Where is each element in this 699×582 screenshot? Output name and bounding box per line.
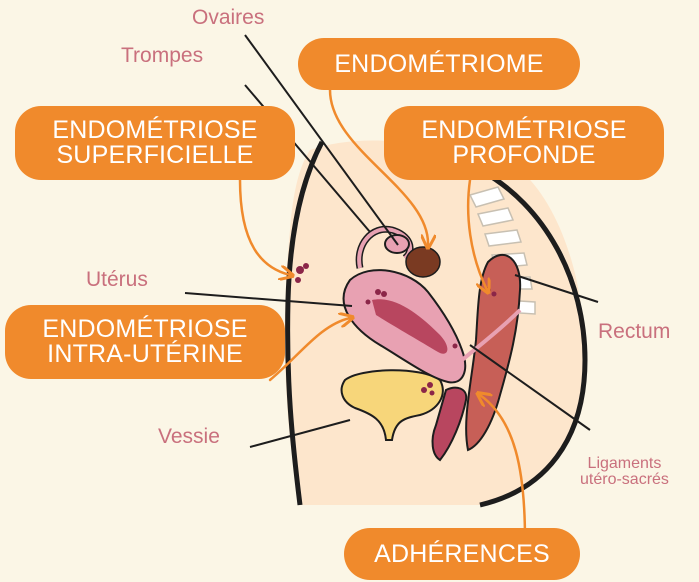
pill-endometriose-intra-uterine: ENDOMÉTRIOSE INTRA-UTÉRINE (5, 305, 285, 379)
pill-superficielle-line2: SUPERFICIELLE (56, 143, 253, 168)
pill-endometriome-text: ENDOMÉTRIOME (334, 52, 543, 77)
label-uterus: Utérus (86, 268, 148, 292)
pill-adherences: ADHÉRENCES (344, 528, 580, 580)
pill-profonde-line1: ENDOMÉTRIOSE (421, 118, 626, 143)
pill-superficielle-line1: ENDOMÉTRIOSE (52, 118, 257, 143)
pill-endometriose-profonde: ENDOMÉTRIOSE PROFONDE (384, 106, 664, 180)
label-ligaments-line1: Ligaments (580, 456, 669, 472)
pill-endometriome: ENDOMÉTRIOME (298, 38, 580, 90)
pill-intra-line2: INTRA-UTÉRINE (47, 342, 243, 367)
label-rectum: Rectum (598, 320, 670, 344)
pill-intra-line1: ENDOMÉTRIOSE (42, 317, 247, 342)
label-trompes: Trompes (121, 44, 203, 68)
pill-endometriose-superficielle: ENDOMÉTRIOSE SUPERFICIELLE (15, 106, 295, 180)
pill-profonde-line2: PROFONDE (452, 143, 595, 168)
label-vessie: Vessie (158, 425, 220, 449)
label-ligaments-utero-sacres: Ligaments utéro-sacrés (580, 456, 669, 488)
label-ovaires: Ovaires (192, 6, 264, 30)
label-ligaments-line2: utéro-sacrés (580, 472, 669, 488)
endometrioma-cyst (406, 247, 440, 277)
pill-adherences-text: ADHÉRENCES (374, 542, 550, 567)
